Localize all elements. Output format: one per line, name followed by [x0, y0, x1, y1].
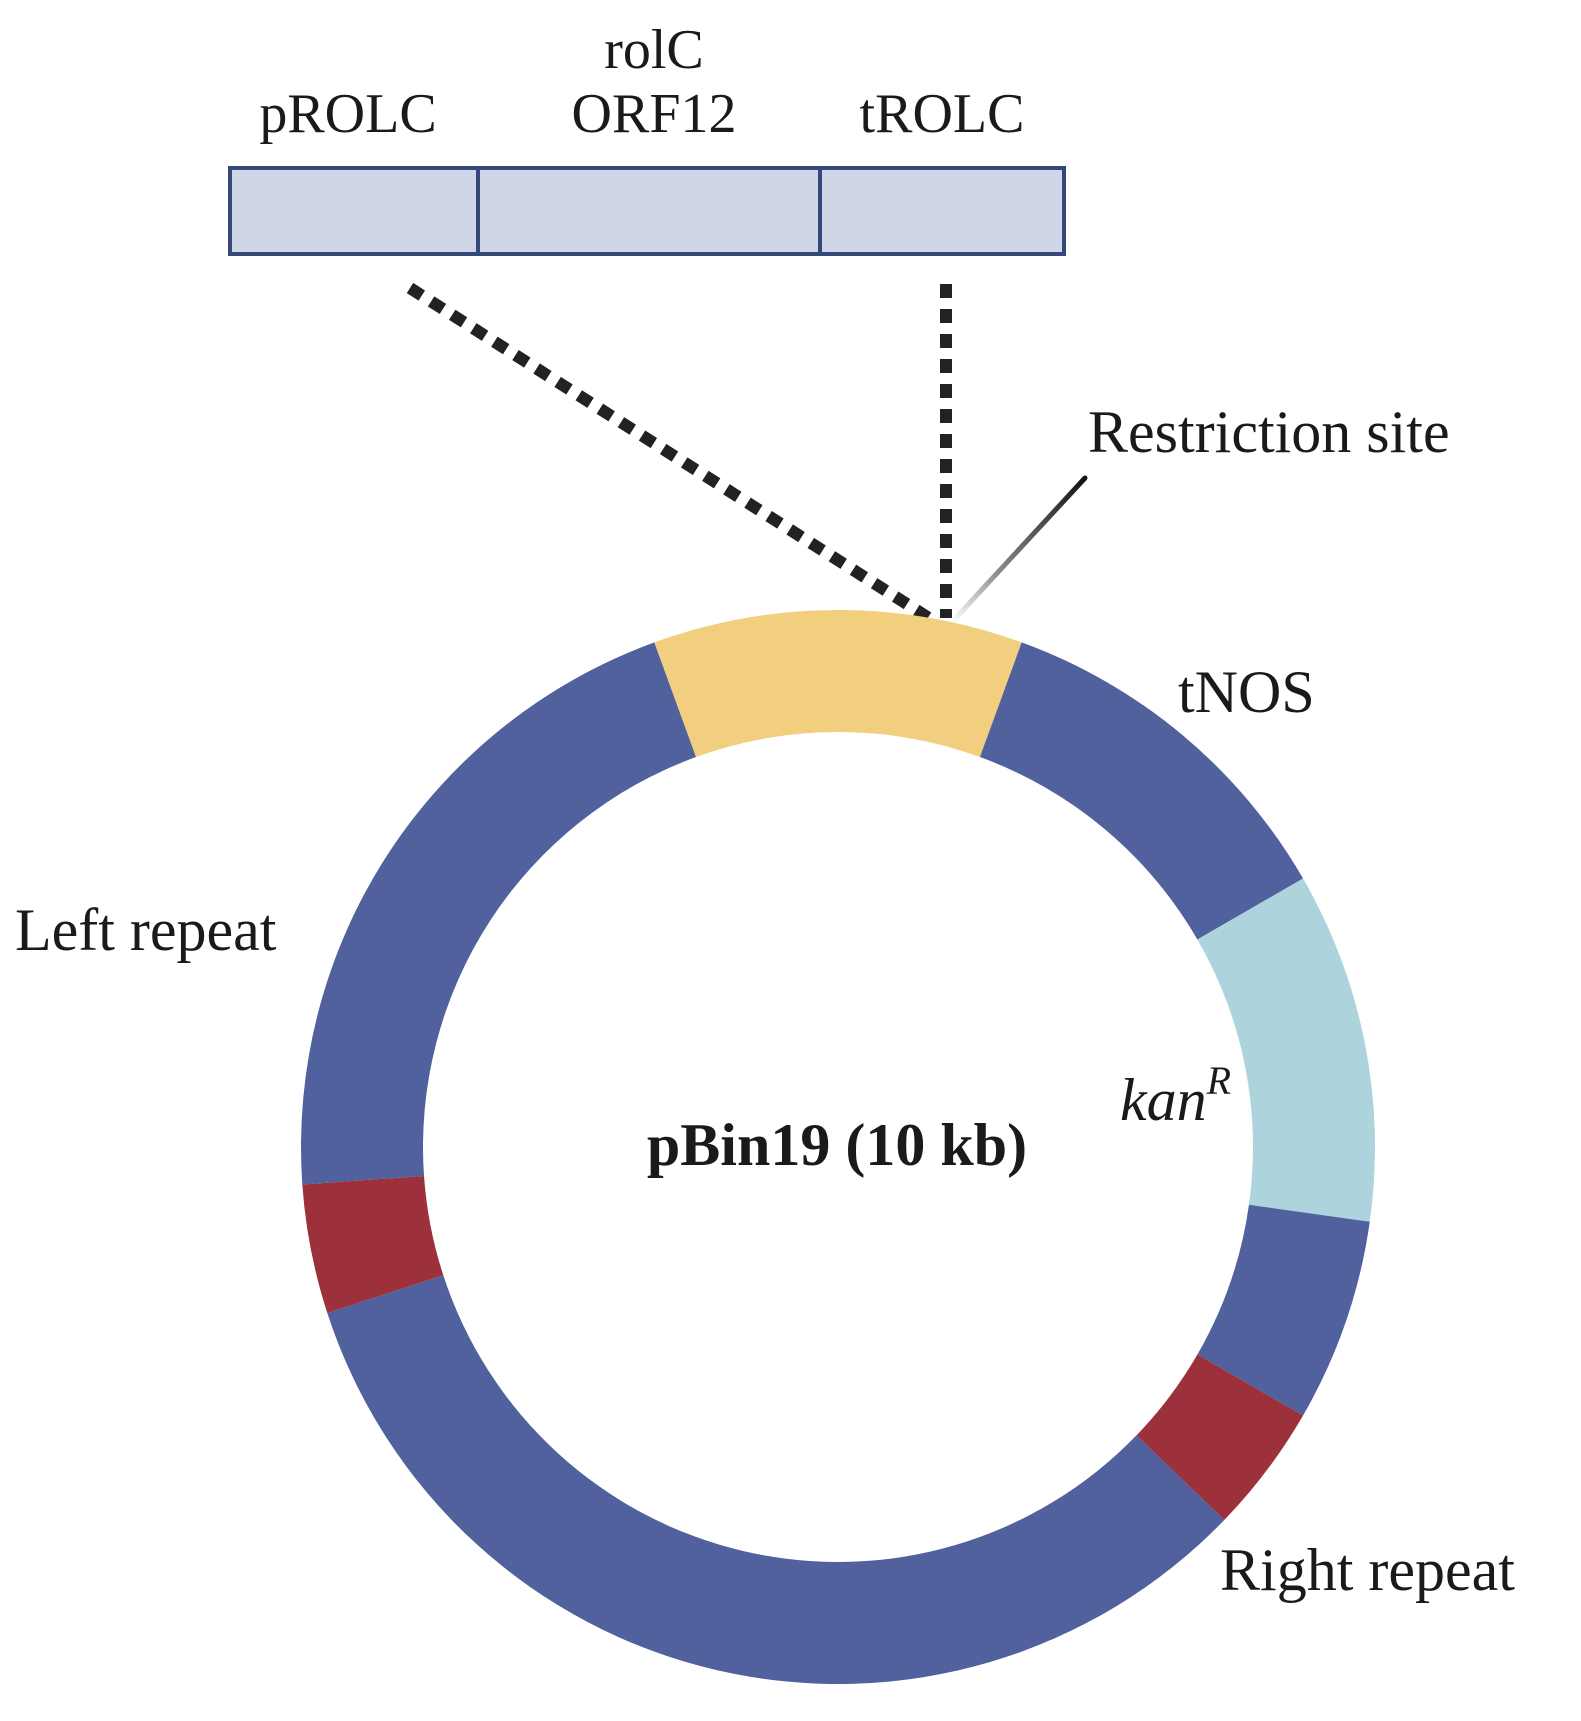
label-tnos: tNOS [1178, 659, 1315, 725]
cassette-segment-trolc [818, 166, 1066, 256]
insert-segment [654, 610, 1022, 758]
plasmid-name: pBin19 (10 kb) [647, 1112, 1027, 1178]
label-orf12: ORF12 [572, 83, 737, 145]
right-repeat-segment [1136, 1354, 1304, 1521]
plasmid-ring [301, 610, 1375, 1685]
label-rolc: rolC [604, 19, 704, 81]
insertion-guides [406, 282, 952, 626]
label-kanr-main: kan [1120, 1067, 1207, 1133]
label-kanr: kanR [1120, 1058, 1231, 1133]
label-kanr-superscript: R [1206, 1058, 1231, 1103]
backbone-segment-left [327, 1275, 1225, 1685]
left-repeat-segment [302, 1175, 444, 1313]
label-trolc: tROLC [860, 83, 1025, 145]
kanr-segment [1197, 878, 1375, 1222]
backbone-segment-upper-left [301, 642, 697, 1185]
tnos-segment [979, 642, 1304, 940]
cassette-segment-prolc [228, 166, 480, 256]
label-left-repeat: Left repeat [15, 897, 277, 963]
expression-cassette: pROLC rolC ORF12 tROLC [228, 19, 1066, 256]
backbone-segment-right [1197, 1204, 1370, 1416]
label-right-repeat: Right repeat [1220, 1537, 1515, 1603]
cassette-segment-rolc-orf12 [476, 166, 822, 256]
restriction-site-leader [949, 475, 1088, 625]
label-prolc: pROLC [259, 83, 436, 145]
insertion-guide-left [406, 282, 936, 626]
label-restriction-site: Restriction site [1088, 399, 1450, 465]
